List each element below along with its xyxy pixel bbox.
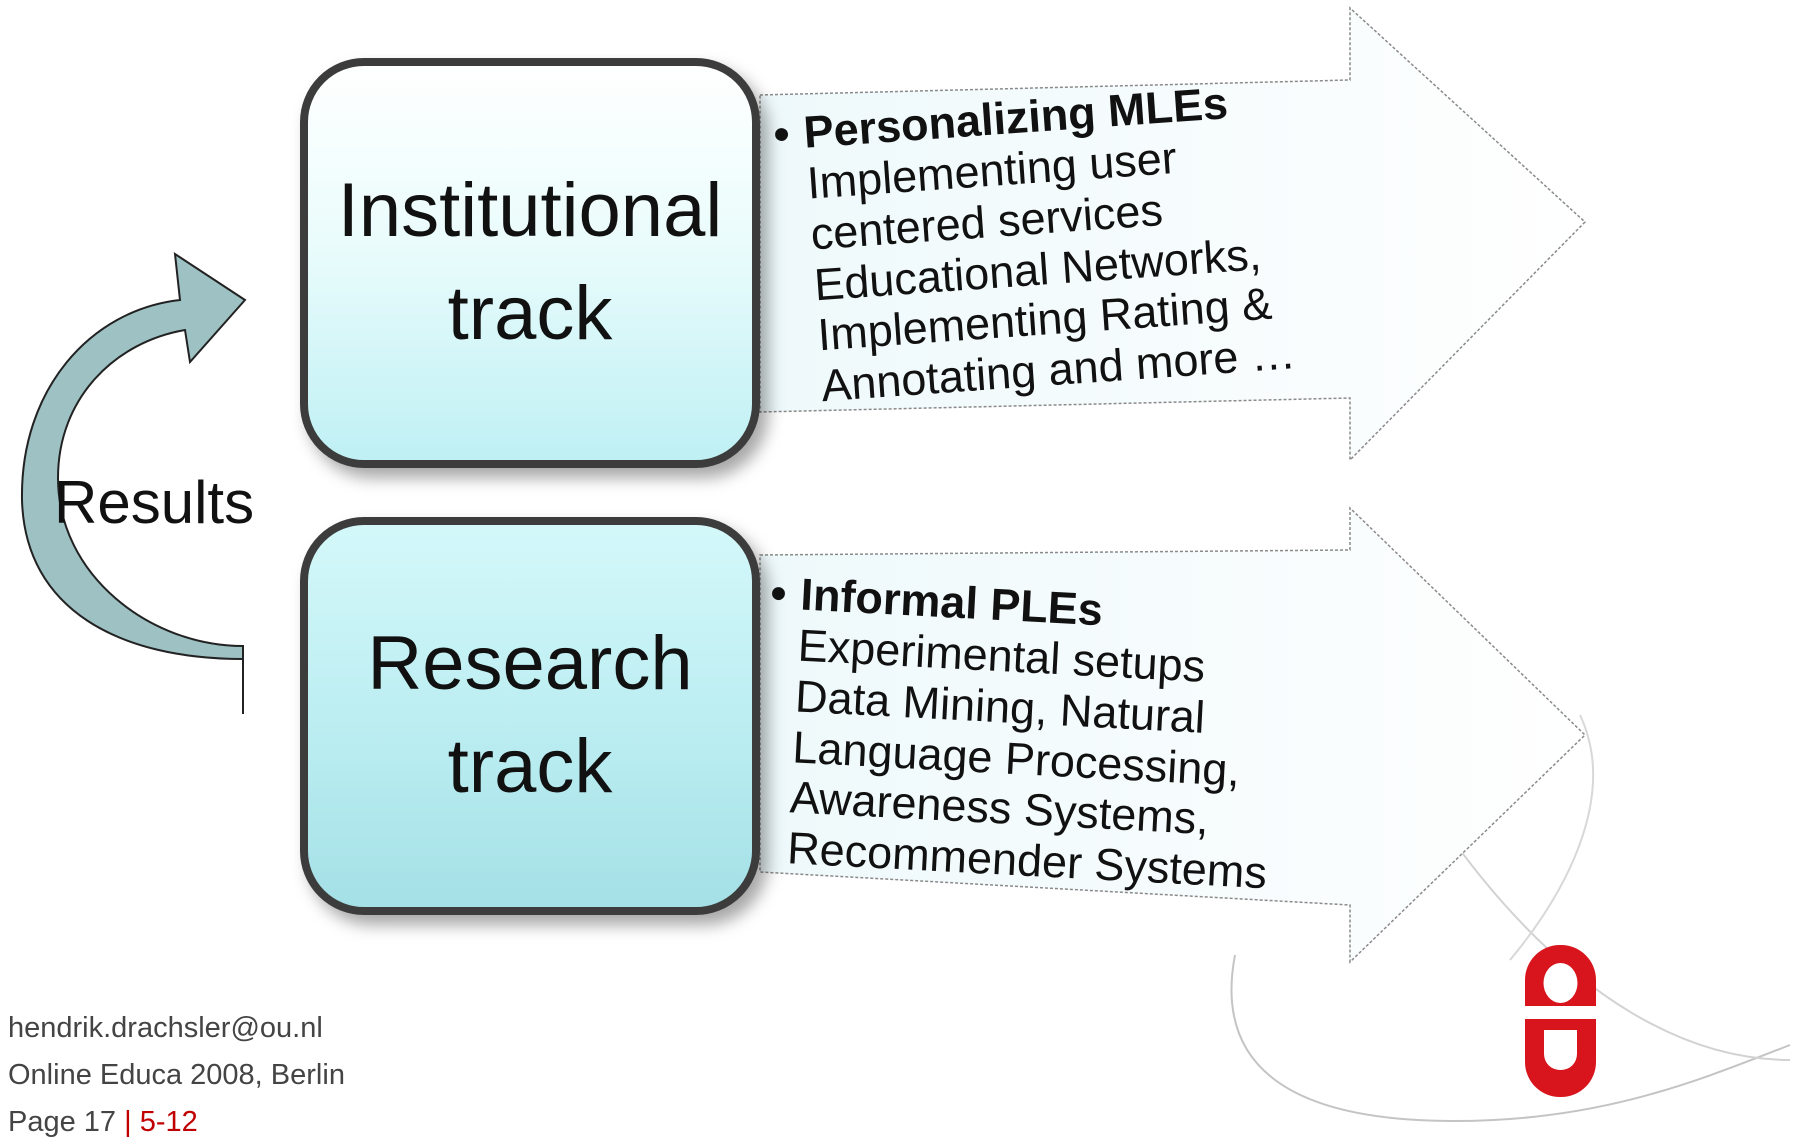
footer-email: hendrik.drachsler@ou.nl xyxy=(8,1012,323,1044)
swoosh-line xyxy=(1509,714,1595,961)
swoosh-line xyxy=(1230,954,1791,1123)
institutional-track-label-line2: track xyxy=(447,271,613,356)
ou-logo xyxy=(1525,945,1596,1097)
bullet-icon: • xyxy=(771,107,792,160)
footer-event: Online Educa 2008, Berlin xyxy=(8,1059,345,1091)
institutional-track-label: Institutional xyxy=(337,168,723,254)
footer-separator: | xyxy=(124,1106,132,1138)
footer-date: 5-12 xyxy=(139,1106,198,1138)
footer-page-number: Page 17 xyxy=(8,1106,117,1138)
research-track-box: Research track xyxy=(300,517,760,915)
institutional-bullet-text: • Personalizing MLEs Implementing user c… xyxy=(772,75,1297,415)
institutional-arrow xyxy=(759,6,1587,462)
research-arrow xyxy=(759,506,1587,964)
results-cycle-arrow xyxy=(20,251,247,714)
research-track-label: Research xyxy=(367,621,693,707)
institutional-track-box: Institutional track xyxy=(300,58,760,468)
research-track-label-line2: track xyxy=(447,724,613,809)
footer-page: Page 17 | 5-12 xyxy=(8,1106,198,1139)
bullet-icon: • xyxy=(769,567,788,619)
research-bullet-text: • Informal PLEs Experimental setups Data… xyxy=(756,567,1281,899)
results-label: Results xyxy=(54,469,255,536)
